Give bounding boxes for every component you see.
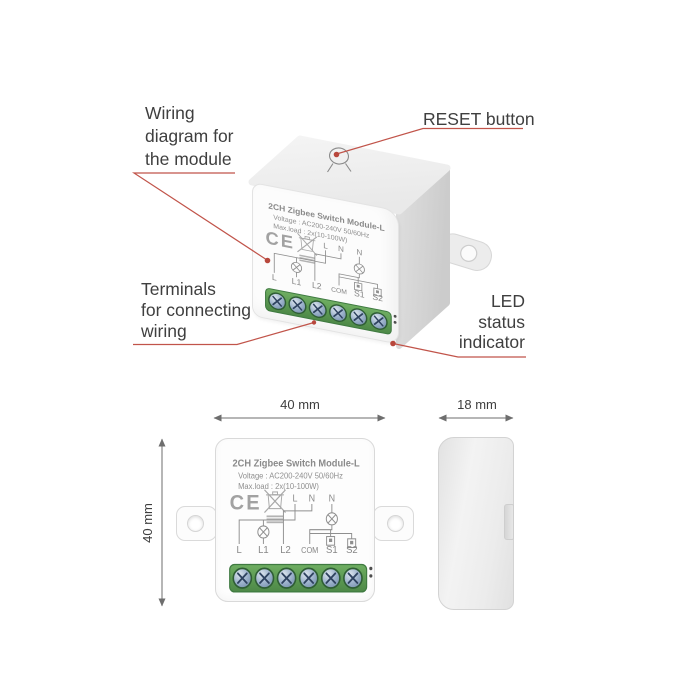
callout-line: Terminals — [141, 279, 216, 299]
callout-line: Wiring — [145, 103, 195, 123]
module-side-view — [438, 437, 514, 610]
side-view-clip-tab — [504, 504, 514, 540]
callout-line: for connecting — [141, 300, 251, 320]
module-front-view — [215, 438, 375, 602]
callout-line: the module — [145, 149, 232, 169]
module-front-face-3d — [252, 182, 399, 345]
dimension-width-label: 40 mm — [280, 397, 320, 412]
mounting-ear-3d — [437, 233, 492, 271]
callout-line: wiring — [141, 321, 187, 341]
dimension-height-label: 40 mm — [140, 503, 155, 543]
module-face-front — [216, 439, 374, 601]
callout-wiring-diagram: Wiring diagram for the module — [145, 102, 234, 171]
callout-terminals: Terminals for connecting wiring — [141, 279, 251, 342]
mounting-hole-right — [387, 515, 404, 532]
callout-line: indicator — [458, 332, 525, 352]
module-face-3d — [253, 183, 398, 343]
callout-line: diagram for — [145, 126, 234, 146]
mounting-ear-right — [373, 506, 414, 541]
callout-line: RESET button — [423, 109, 535, 129]
callout-line: LED — [490, 291, 525, 311]
dimension-depth-label: 18 mm — [457, 397, 497, 412]
mounting-hole-left — [187, 515, 204, 532]
callout-line: status — [478, 311, 525, 332]
callout-led-indicator: LED status indicator — [420, 291, 525, 353]
callout-reset-button: RESET button — [423, 108, 535, 131]
